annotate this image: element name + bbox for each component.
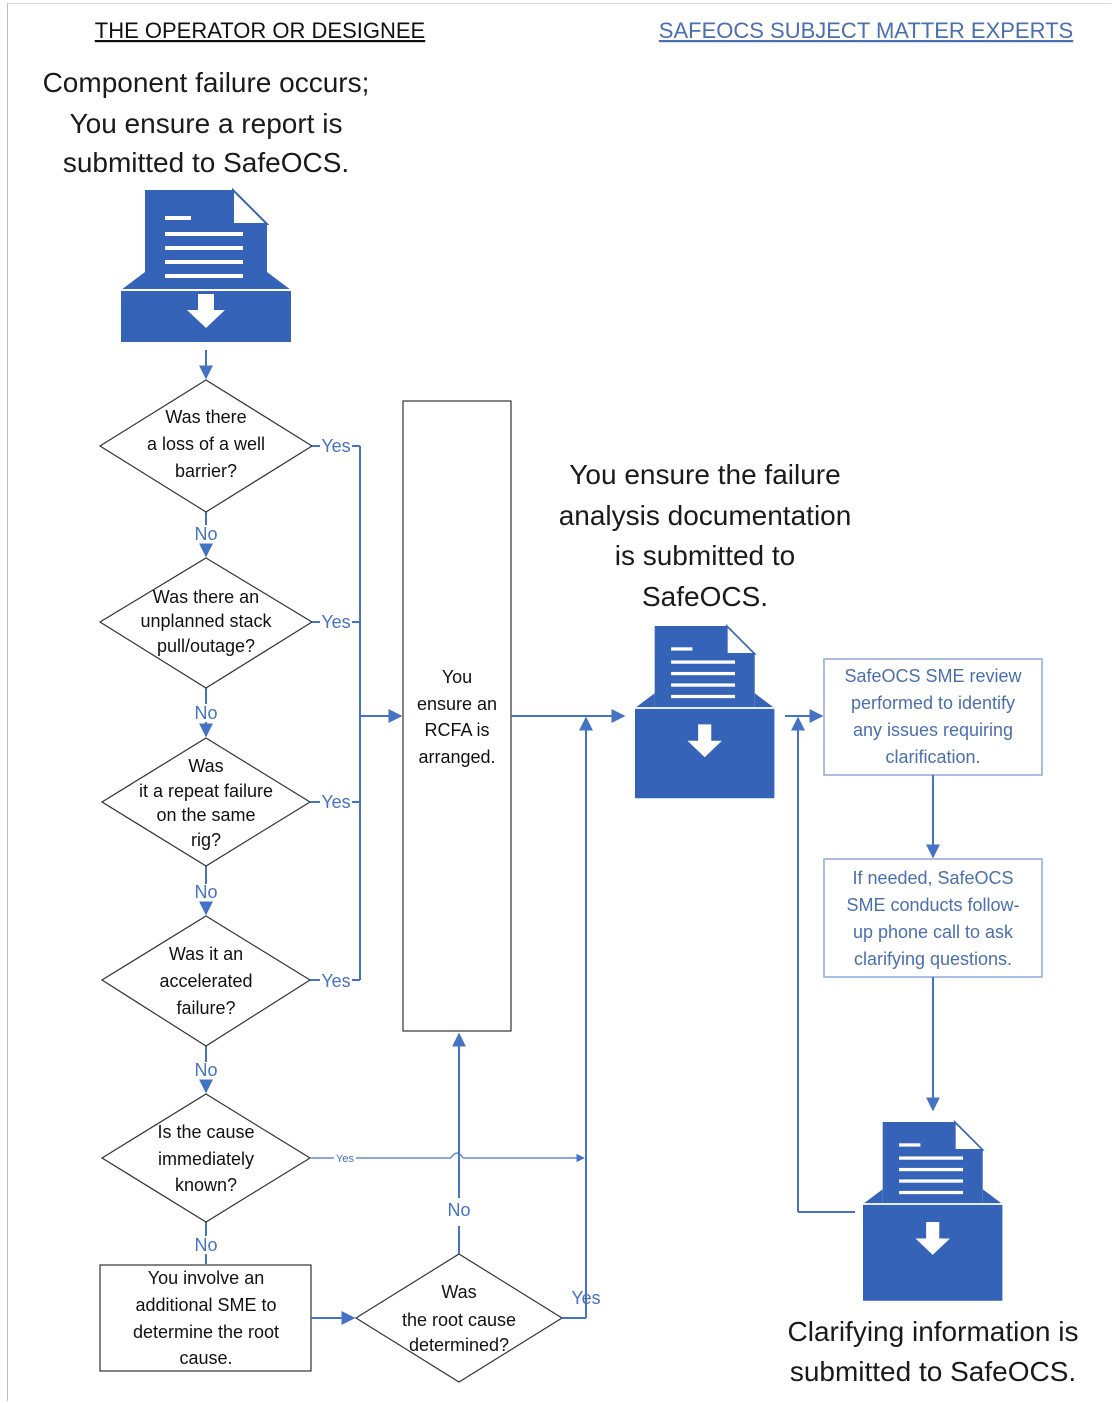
svg-text:You involve an: You involve an [148, 1268, 264, 1288]
yes-label: Yes [321, 971, 350, 991]
svg-text:submitted to SafeOCS.: submitted to SafeOCS. [790, 1356, 1076, 1387]
svg-text:known?: known? [175, 1175, 237, 1195]
header-safeocs-sme: SAFEOCS SUBJECT MATTER EXPERTS [659, 18, 1073, 43]
page-frame [7, 3, 1111, 1401]
no-label: No [194, 703, 217, 723]
sme-followup-box [823, 858, 1043, 978]
svg-text:SME conducts follow-: SME conducts follow- [846, 895, 1019, 915]
svg-text:SafeOCS.: SafeOCS. [642, 581, 768, 612]
analysis-text: You ensure the failure analysis document… [559, 459, 852, 612]
svg-text:Clarifying information is: Clarifying information is [788, 1316, 1079, 1347]
svg-text:You ensure a report is: You ensure a report is [70, 108, 343, 139]
svg-text:barrier?: barrier? [175, 461, 237, 481]
involve-sme-box-text: You involve an additional SME to determi… [133, 1268, 279, 1368]
clarify-text: Clarifying information is submitted to S… [788, 1316, 1079, 1387]
decision-accelerated-text: Was it an accelerated failure? [159, 944, 252, 1018]
svg-text:determine the root: determine the root [133, 1322, 279, 1342]
svg-text:You: You [442, 667, 472, 687]
sme-review-box [823, 658, 1043, 776]
svg-text:ensure an: ensure an [417, 694, 497, 714]
decision-cause-known-text: Is the cause immediately known? [157, 1122, 254, 1195]
svg-text:a loss of a well: a loss of a well [147, 434, 265, 454]
decision-loss-barrier-text: Was there a loss of a well barrier? [147, 407, 265, 481]
yes-label: Yes [321, 436, 350, 456]
decision-stack-pull-text: Was there an unplanned stack pull/outage… [140, 587, 272, 656]
document-submit-icon [863, 1120, 1003, 1301]
svg-text:arranged.: arranged. [418, 747, 495, 767]
svg-text:SafeOCS SME review: SafeOCS SME review [844, 666, 1022, 686]
document-submit-icon [121, 187, 291, 342]
svg-text:clarification.: clarification. [885, 747, 980, 767]
rcfa-box [402, 400, 512, 1032]
no-label: No [194, 524, 217, 544]
svg-text:Was it an: Was it an [169, 944, 243, 964]
decision-repeat-failure [100, 737, 312, 867]
sme-followup-box-text: If needed, SafeOCS SME conducts follow- … [846, 868, 1019, 969]
decision-stack-pull [98, 557, 314, 689]
svg-text:clarifying questions.: clarifying questions. [854, 949, 1012, 969]
svg-text:Is the cause: Is the cause [157, 1122, 254, 1142]
decision-cause-known [100, 1093, 312, 1223]
yes-label: Yes [336, 1153, 354, 1165]
svg-text:is submitted to: is submitted to [615, 540, 796, 571]
svg-text:any issues requiring: any issues requiring [853, 720, 1013, 740]
svg-text:Component failure occurs;: Component failure occurs; [43, 67, 370, 98]
svg-text:Was: Was [441, 1282, 476, 1302]
svg-text:submitted to SafeOCS.: submitted to SafeOCS. [63, 147, 349, 178]
svg-text:immediately: immediately [158, 1149, 254, 1169]
decision-root-cause [354, 1253, 564, 1383]
start-text: Component failure occurs; You ensure a r… [43, 67, 370, 178]
svg-text:analysis documentation: analysis documentation [559, 500, 852, 531]
svg-text:additional SME to: additional SME to [135, 1295, 276, 1315]
yes-label: Yes [321, 792, 350, 812]
svg-text:performed to identify: performed to identify [851, 693, 1015, 713]
svg-text:cause.: cause. [179, 1348, 232, 1368]
sme-review-box-text: SafeOCS SME review performed to identify… [844, 666, 1022, 767]
svg-text:up phone call to ask: up phone call to ask [853, 922, 1014, 942]
involve-sme-box [99, 1264, 312, 1372]
svg-text:You ensure the failure: You ensure the failure [569, 459, 840, 490]
svg-text:unplanned stack: unplanned stack [140, 611, 272, 631]
svg-text:the root cause: the root cause [402, 1310, 516, 1330]
svg-text:Was there an: Was there an [153, 587, 259, 607]
svg-text:on the same: on the same [156, 805, 255, 825]
yes-label: Yes [321, 612, 350, 632]
svg-text:pull/outage?: pull/outage? [157, 636, 255, 656]
decision-repeat-failure-text: Was it a repeat failure on the same rig? [139, 756, 273, 850]
svg-text:failure?: failure? [176, 998, 235, 1018]
svg-text:determined?: determined? [409, 1335, 509, 1355]
no-label: No [194, 1235, 217, 1255]
svg-text:Was there: Was there [165, 407, 246, 427]
decision-loss-barrier [98, 379, 314, 513]
header-operator: THE OPERATOR OR DESIGNEE [95, 18, 425, 43]
svg-text:rig?: rig? [191, 830, 221, 850]
decision-accelerated [100, 915, 312, 1047]
no-label: No [194, 1060, 217, 1080]
document-submit-icon [635, 624, 775, 799]
no-label: No [194, 882, 217, 902]
svg-text:If needed, SafeOCS: If needed, SafeOCS [852, 868, 1013, 888]
rcfa-box-text: You ensure an RCFA is arranged. [417, 667, 497, 767]
no-label: No [447, 1200, 470, 1220]
decision-root-cause-text: Was the root cause determined? [402, 1282, 516, 1355]
svg-text:Was: Was [188, 756, 223, 776]
svg-text:RCFA is: RCFA is [424, 720, 489, 740]
svg-text:accelerated: accelerated [159, 971, 252, 991]
svg-text:it a repeat failure: it a repeat failure [139, 781, 273, 801]
